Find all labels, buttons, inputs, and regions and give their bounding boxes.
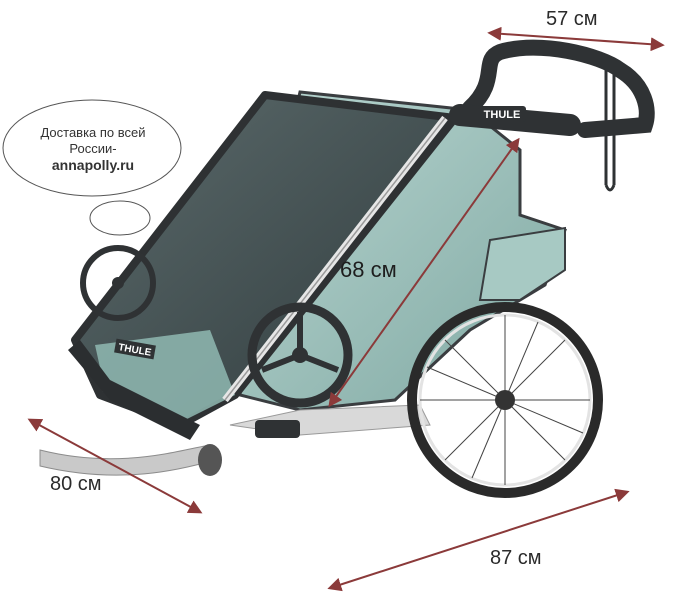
- left-wheel: [80, 245, 156, 321]
- width-dimension-label: 57 см: [546, 8, 598, 30]
- rear-wheel: [407, 302, 603, 498]
- dimension-arrows: [27, 26, 665, 592]
- delivery-note: Доставка по всей России- annapolly.ru: [4, 101, 182, 197]
- height-dimension-label: 68 см: [340, 257, 397, 282]
- front-logo: THULE: [114, 338, 156, 360]
- length-dimension-label: 87 см: [490, 547, 542, 569]
- handle-logo: THULE: [484, 109, 521, 121]
- depth-dimension-label: 80 см: [50, 473, 102, 495]
- site-link[interactable]: annapolly.ru: [51, 157, 135, 173]
- delivery-line-1: Доставка по всей: [40, 125, 146, 140]
- delivery-line-2: России-: [69, 141, 117, 156]
- speech-bubble: [2, 99, 182, 236]
